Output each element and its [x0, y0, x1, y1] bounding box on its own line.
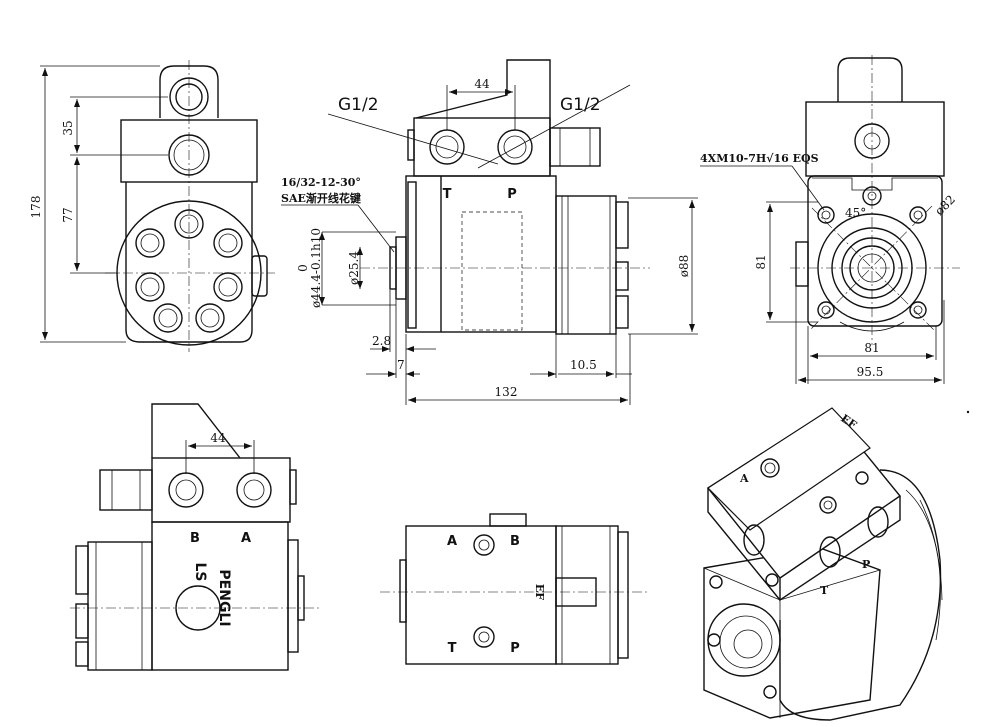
dim-bolt-horizontal: 81 [864, 341, 879, 355]
port-label-p-2: P [510, 641, 520, 656]
iso-port-t: T [820, 584, 829, 597]
dim-10-5: 10.5 [570, 358, 597, 372]
dim-2-8: 2.8 [372, 334, 391, 348]
view-flange-right-top: 4XM10-7H√16 EQS 45° ø82 81 81 95.5 [700, 55, 960, 384]
dim-upper: 35 [61, 120, 75, 135]
port-label-a-2: A [447, 534, 457, 549]
view-top-left-bottom: 44 B A LS PENGLI [70, 403, 320, 671]
dim-port-spacing: 44 [474, 77, 490, 91]
port-label-t-2: T [448, 641, 457, 656]
dim-bolt-vertical: 81 [754, 254, 768, 269]
port-label-b: B [190, 531, 200, 546]
dim-port-spacing-2: 44 [210, 431, 226, 445]
port-label-a: A [241, 531, 251, 546]
dim-lower: 77 [61, 207, 75, 222]
view-isometric: A T P EF [703, 407, 943, 721]
dim-angle: 45° [845, 206, 866, 220]
dim-pilot-diameter: ø44.4-0.1h10 [309, 228, 323, 308]
iso-port-p: P [862, 558, 870, 571]
view-bottom-center-bottom: A B T P EF [380, 513, 650, 665]
dim-overall-width: 95.5 [857, 365, 884, 379]
port-label-b-2: B [510, 534, 520, 549]
dim-body-diameter: ø88 [677, 255, 691, 278]
spline-spec-line2: SAE渐开线花键 [281, 191, 362, 205]
port-label-t: T [443, 187, 452, 202]
dim-pcd: ø82 [932, 192, 958, 218]
stray-dot [966, 410, 970, 414]
spline-spec-line1: 16/32-12-30° [281, 176, 361, 189]
model-text: LS [192, 562, 208, 581]
port-thread-left: G1/2 [338, 95, 379, 115]
view-front-left-top: 178 35 77 [29, 60, 275, 352]
dim-overall-height: 178 [29, 196, 43, 219]
dim-pilot-tol-upper: 0 [296, 264, 310, 272]
view-side-center-top: T P 44 G1/2 G1/2 16/32-12-30° SAE渐开线花键 [281, 59, 698, 405]
thread-callout: 4XM10-7H√16 EQS [700, 152, 819, 165]
port-label-ef: EF [533, 584, 546, 600]
brand-text: PENGLI [216, 569, 232, 626]
port-thread-right: G1/2 [560, 95, 601, 115]
dim-7: 7 [397, 358, 405, 372]
iso-port-a: A [739, 472, 749, 485]
dim-overall-length: 132 [495, 385, 518, 399]
dim-shaft-diameter: ø25.4 [347, 251, 361, 285]
port-label-p: P [507, 187, 517, 202]
